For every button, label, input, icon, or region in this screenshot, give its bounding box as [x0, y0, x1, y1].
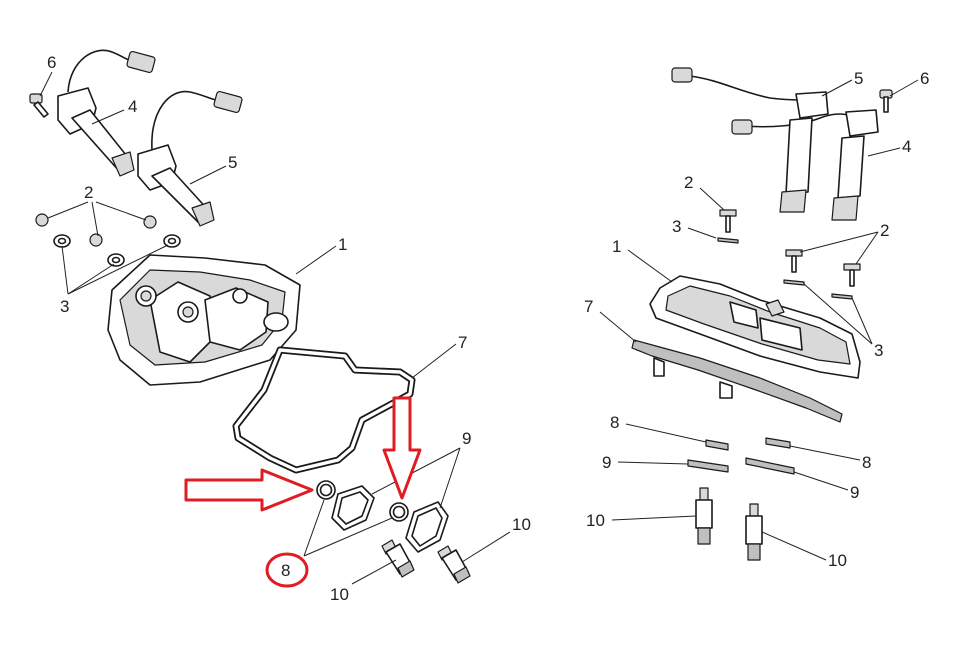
label-right-10a: 10	[586, 511, 605, 530]
label-right-8a: 8	[610, 413, 619, 432]
left-o-rings-8	[316, 480, 409, 522]
right-bolt-6	[879, 89, 893, 113]
right-gasket-7	[631, 339, 843, 423]
label-right-7: 7	[584, 297, 593, 316]
left-spark-plugs-10	[381, 539, 471, 584]
label-right-6: 6	[920, 69, 929, 88]
label-left-5: 5	[228, 153, 237, 172]
left-valve-cover-1	[107, 254, 301, 386]
label-right-2a: 2	[684, 173, 693, 192]
label-left-10a: 10	[330, 585, 349, 604]
label-right-10b: 10	[828, 551, 847, 570]
left-bolt-6	[29, 93, 49, 118]
label-right-5: 5	[854, 69, 863, 88]
left-leader-lines	[39, 71, 511, 585]
label-left-2: 2	[84, 183, 93, 202]
label-right-9b: 9	[850, 483, 859, 502]
right-ignition-coils-4-5	[671, 67, 879, 221]
label-left-8: 8	[281, 561, 290, 580]
right-valve-cover-1	[649, 275, 861, 379]
right-spark-plugs-10	[695, 487, 763, 561]
left-view: 6 4 5 2 3 1 7 9 8 10 10	[29, 49, 531, 604]
label-left-4: 4	[128, 97, 137, 116]
label-left-6: 6	[47, 53, 56, 72]
right-leader-lines	[599, 79, 919, 561]
highlight-arrow-horizontal	[184, 468, 314, 512]
left-gasket-7	[232, 346, 416, 474]
left-screws-2	[35, 213, 157, 247]
label-left-3: 3	[60, 297, 69, 316]
label-left-9: 9	[462, 429, 471, 448]
right-gaskets-9	[687, 457, 795, 475]
label-right-9a: 9	[602, 453, 611, 472]
label-right-1: 1	[612, 237, 621, 256]
left-ignition-coil-4	[57, 49, 156, 177]
label-left-7: 7	[458, 333, 467, 352]
highlight-circle	[265, 552, 309, 588]
label-right-2b: 2	[880, 221, 889, 240]
right-washers-3	[717, 237, 853, 300]
label-right-3b: 3	[874, 341, 883, 360]
label-right-4: 4	[902, 137, 911, 156]
highlight-arrow-vertical	[382, 396, 422, 500]
right-o-rings-8	[705, 437, 791, 451]
label-right-3a: 3	[672, 217, 681, 236]
label-right-8b: 8	[862, 453, 871, 472]
label-left-10b: 10	[512, 515, 531, 534]
label-left-1: 1	[338, 235, 347, 254]
left-ignition-coil-5	[137, 90, 243, 227]
right-screws-2	[719, 209, 861, 287]
right-view: 5 6 4 2 3 2 1 7 3 8 8 9 9 10 10	[584, 67, 929, 570]
left-gaskets-9	[331, 485, 449, 553]
